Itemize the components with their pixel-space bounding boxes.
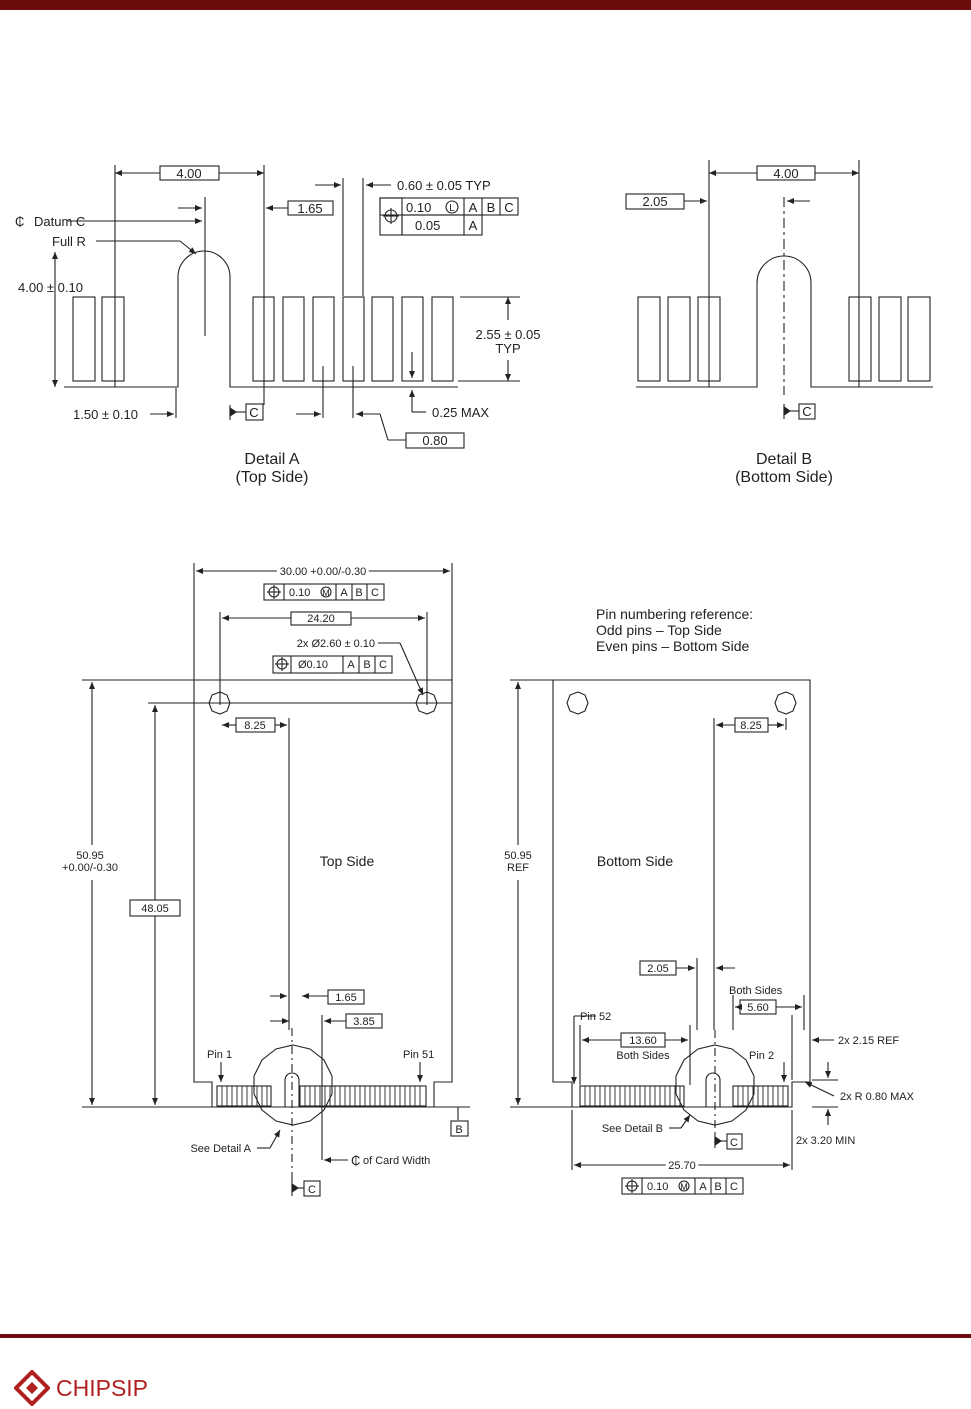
footer-bar <box>0 1334 971 1338</box>
dim-4805: 48.05 <box>141 903 169 915</box>
height-top-1: 50.95 <box>76 850 104 862</box>
fcf-tol2: 0.05 <box>415 218 440 233</box>
fcf-c: C <box>504 200 513 215</box>
pad-height-typ: TYP <box>495 341 520 356</box>
top-side-drawing <box>82 563 470 1197</box>
detail-b-subtitle: (Bottom Side) <box>735 469 833 486</box>
fcf1-c: C <box>371 587 379 599</box>
bottom-side-drawing <box>510 679 838 1195</box>
datum-c-box-a: C <box>249 405 258 420</box>
dim-560: 5.60 <box>747 1002 768 1014</box>
pin52-label: Pin 52 <box>580 1011 611 1023</box>
detail-a-drawing <box>52 165 520 449</box>
pitch-label: 0.80 <box>422 433 447 448</box>
fcf-a: A <box>469 200 478 215</box>
dim-2570: 25.70 <box>668 1160 696 1172</box>
pin51-label: Pin 51 <box>403 1049 434 1061</box>
pin1-label: Pin 1 <box>207 1049 232 1061</box>
hole-dia-label: 2x Ø2.60 ± 0.10 <box>297 638 375 650</box>
dim-205-bottom: 2.05 <box>647 963 668 975</box>
datum-c-box-b: C <box>802 404 811 419</box>
dim-1360: 13.60 <box>629 1035 657 1047</box>
detail-b-labels: 2.05 4.00 C Detail B (Bottom Side) <box>642 166 833 486</box>
r080-label: 2x R 0.80 MAX <box>840 1091 915 1103</box>
dim-385: 3.85 <box>353 1016 374 1028</box>
pin-ref-even: Even pins – Bottom Side <box>596 638 750 654</box>
datum-c-box-bottom: C <box>730 1137 738 1149</box>
fcf-l: L <box>449 203 455 214</box>
fcf1-m: M <box>322 588 330 598</box>
chipsip-logo-text: CHIPSIP <box>56 1374 149 1401</box>
detail-b-title: Detail B <box>756 451 812 468</box>
fcf1-b: B <box>355 587 362 599</box>
fcf3-m: M <box>680 1182 688 1192</box>
dim-165-top: 1.65 <box>335 992 356 1004</box>
datum-c-label: Datum C <box>34 214 85 229</box>
height-top-2: +0.00/-0.30 <box>62 862 118 874</box>
fcf-tol1: 0.10 <box>406 200 431 215</box>
fcf3-c: C <box>730 1181 738 1193</box>
dim-165-a: 1.65 <box>297 201 322 216</box>
pad-height-label: 2.55 ± 0.05 <box>476 327 541 342</box>
bottom-side-labels: Pin numbering reference: Odd pins – Top … <box>504 606 914 1193</box>
fcf-b: B <box>487 200 496 215</box>
height-bottom-1: 50.95 <box>504 850 532 862</box>
pin-ref-odd: Odd pins – Top Side <box>596 622 722 638</box>
fcf3-a: A <box>699 1181 707 1193</box>
height-label: 4.00 ± 0.10 <box>18 280 83 295</box>
hole-spacing-label: 24.20 <box>307 613 335 625</box>
detail-a-labels: 4.00 ₵ Datum C Full R 4.00 ± 0.10 1.65 0… <box>15 166 540 486</box>
dim-825-bottom: 8.25 <box>740 720 761 732</box>
detail-a-title: Detail A <box>244 451 299 468</box>
both-sides-label-2: Both Sides <box>616 1050 670 1062</box>
dim-825-top: 8.25 <box>244 720 265 732</box>
centerline-symbol-card: ₵ <box>351 1153 360 1168</box>
chipsip-logo: CHIPSIP <box>14 1368 148 1408</box>
fcf1-tol: 0.10 <box>289 587 310 599</box>
datum-b-box: B <box>455 1124 462 1136</box>
detail-a-subtitle: (Top Side) <box>236 469 309 486</box>
full-r-label: Full R <box>52 234 86 249</box>
fcf2-a: A <box>347 659 355 671</box>
fcf2-c: C <box>379 659 387 671</box>
both-sides-label: Both Sides <box>729 985 783 997</box>
pad-width-label: 0.60 ± 0.05 TYP <box>397 178 491 193</box>
fcf1-a: A <box>340 587 348 599</box>
centerline-symbol: ₵ <box>15 214 24 229</box>
dim-205-b: 2.05 <box>642 194 667 209</box>
max-025-label: 0.25 MAX <box>432 405 489 420</box>
fcf3-b: B <box>714 1181 721 1193</box>
see-detail-a: See Detail A <box>190 1143 251 1155</box>
dim-400-b: 4.00 <box>773 166 798 181</box>
chipsip-logo-icon <box>14 1370 50 1406</box>
fcf-a2: A <box>469 218 478 233</box>
fcf3-tol: 0.10 <box>647 1181 668 1193</box>
datum-c-box-top: C <box>308 1184 316 1196</box>
see-detail-b: See Detail B <box>602 1123 663 1135</box>
dim-150-label: 1.50 ± 0.10 <box>73 407 138 422</box>
card-width-label: 30.00 +0.00/-0.30 <box>280 566 367 578</box>
pin-ref-title: Pin numbering reference: <box>596 606 753 622</box>
height-bottom-2: REF <box>507 862 529 874</box>
top-side-label: Top Side <box>320 853 375 869</box>
bottom-side-label: Bottom Side <box>597 853 673 869</box>
min-320-label: 2x 3.20 MIN <box>796 1135 855 1147</box>
detail-b-drawing <box>625 160 933 420</box>
ref-215-label: 2x 2.15 REF <box>838 1035 899 1047</box>
card-centerline-label: of Card Width <box>363 1155 430 1167</box>
top-side-labels: 30.00 +0.00/-0.30 0.10 M A B C 24.20 2x … <box>62 563 463 1196</box>
pin2-label: Pin 2 <box>749 1050 774 1062</box>
fcf2-b: B <box>363 659 370 671</box>
fcf2-tol: Ø0.10 <box>298 659 328 671</box>
header-bar <box>0 0 971 10</box>
dim-400-a: 4.00 <box>176 166 201 181</box>
